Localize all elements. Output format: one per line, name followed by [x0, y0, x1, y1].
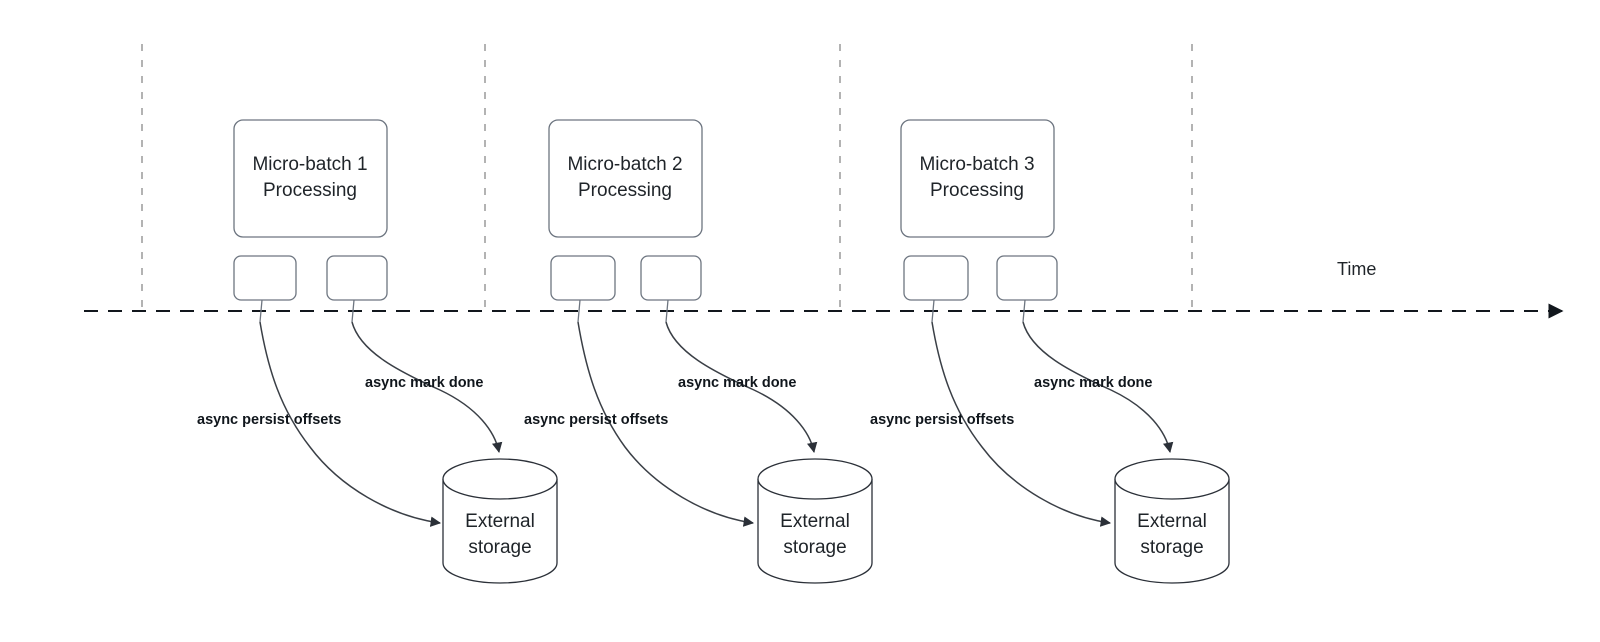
persist-task-box-1[interactable]: [233, 255, 297, 301]
micro-batch-box-3[interactable]: [900, 119, 1055, 238]
persist-offsets-arrow-2: [577, 321, 755, 527]
mark-done-task-box-3[interactable]: [996, 255, 1058, 301]
group-2: Micro-batch 2 Processing async persist o…: [524, 119, 873, 584]
micro-batch-box-1-line2: Processing: [263, 180, 357, 201]
persist-task-stem-1: [259, 299, 263, 323]
group-1: Micro-batch 1 Processing async persist o…: [197, 119, 558, 584]
external-storage-label-1-line1: External: [465, 511, 535, 532]
external-storage-top-3: [1114, 458, 1230, 500]
persist-task-stem-3: [931, 299, 935, 323]
external-storage-top-2: [757, 458, 873, 500]
time-axis-label: Time: [1337, 259, 1376, 279]
mark-done-task-stem-1: [351, 299, 355, 323]
persist-offsets-label-2: async persist offsets: [524, 412, 668, 428]
micro-batch-box-3-line1: Micro-batch 3: [919, 154, 1034, 175]
persist-offsets-label-3: async persist offsets: [870, 412, 1014, 428]
mark-done-task-stem-3: [1022, 299, 1026, 323]
micro-batch-box-1-line1: Micro-batch 1: [252, 154, 367, 175]
external-storage-body-2[interactable]: [757, 479, 873, 584]
group-3: Micro-batch 3 Processing async persist o…: [870, 119, 1230, 584]
persist-offsets-label-1: async persist offsets: [197, 412, 341, 428]
persist-task-stem-2: [577, 299, 581, 323]
micro-batch-box-2-line1: Micro-batch 2: [567, 154, 682, 175]
mark-done-arrow-1: [351, 321, 503, 454]
persist-task-box-2[interactable]: [550, 255, 616, 301]
external-storage-body-3[interactable]: [1114, 479, 1230, 584]
mark-done-task-box-2[interactable]: [640, 255, 702, 301]
external-storage-label-2-line2: storage: [783, 537, 846, 558]
external-storage-label-1-line2: storage: [468, 537, 531, 558]
micro-batch-box-2-line2: Processing: [578, 180, 672, 201]
mark-done-arrow-3: [1022, 321, 1174, 454]
external-storage-label-3-line1: External: [1137, 511, 1207, 532]
micro-batch-box-2[interactable]: [548, 119, 703, 238]
external-storage-label-3-line2: storage: [1140, 537, 1203, 558]
mark-done-label-3: async mark done: [1034, 375, 1152, 391]
micro-batch-box-3-line2: Processing: [930, 180, 1024, 201]
micro-batch-box-1[interactable]: [233, 119, 388, 238]
mark-done-arrow-2: [665, 321, 818, 454]
persist-task-box-3[interactable]: [903, 255, 969, 301]
mark-done-label-2: async mark done: [678, 375, 796, 391]
persist-offsets-arrow-1: [259, 321, 442, 527]
mark-done-label-1: async mark done: [365, 375, 483, 391]
external-storage-top-1: [442, 458, 558, 500]
persist-offsets-arrow-3: [931, 321, 1112, 527]
external-storage-body-1[interactable]: [442, 479, 558, 584]
external-storage-label-2-line1: External: [780, 511, 850, 532]
mark-done-task-stem-2: [665, 299, 669, 323]
mark-done-task-box-1[interactable]: [326, 255, 388, 301]
